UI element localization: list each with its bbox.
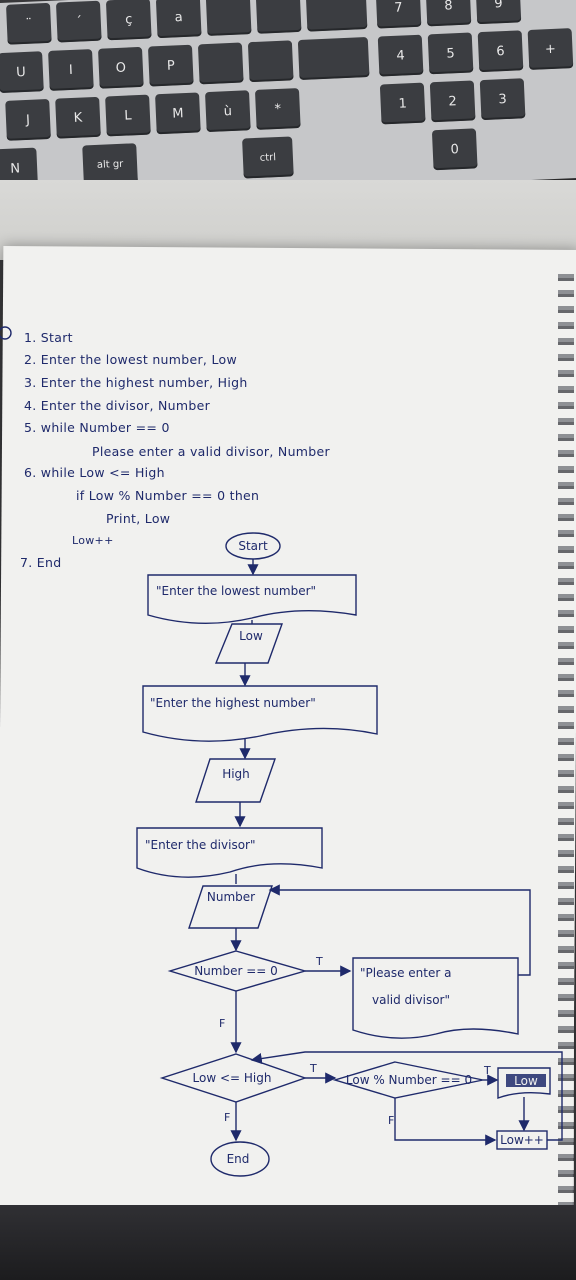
- loopback-arrow: [250, 1051, 563, 1141]
- algorithm-line: Print, Low: [106, 511, 171, 526]
- process-increment-low-text: Low++: [500, 1133, 544, 1147]
- loopback-arrow: [268, 884, 531, 976]
- foreground-shadow: [0, 1205, 576, 1280]
- flow-arrow-false: [394, 1098, 497, 1146]
- false-label: F: [224, 1111, 230, 1124]
- output-error-message: [352, 957, 519, 1039]
- input-low: [214, 623, 283, 664]
- input-high-text: High: [222, 767, 250, 781]
- algorithm-line: 6. while Low <= High: [24, 465, 165, 480]
- true-label: T: [309, 1062, 317, 1075]
- algorithm-line: if Low % Number == 0 then: [76, 488, 260, 503]
- output-highest-prompt: [142, 685, 378, 742]
- algorithm-line: 1. Start: [24, 330, 73, 345]
- page-marker-icon: [0, 326, 12, 340]
- error-message-line2: valid divisor": [372, 993, 450, 1007]
- end-label: End: [227, 1152, 250, 1166]
- output-lowest-prompt: [147, 574, 357, 625]
- output-divisor-prompt: [136, 827, 323, 878]
- end-terminal: [210, 1141, 270, 1177]
- algorithm-line: 5. while Number == 0: [24, 420, 170, 435]
- algorithm-line: 3. Enter the highest number, High: [24, 375, 248, 390]
- false-label: F: [219, 1017, 225, 1030]
- start-label: Start: [238, 539, 268, 553]
- output-print-low: [497, 1067, 551, 1099]
- output-highest-prompt-text: "Enter the highest number": [150, 696, 316, 710]
- input-low-text: Low: [239, 629, 263, 643]
- false-label: F: [388, 1114, 394, 1127]
- decision-number-zero-text: Number == 0: [194, 964, 278, 978]
- decision-low-mod-number-text: Low % Number == 0: [346, 1073, 472, 1087]
- true-label: T: [315, 955, 323, 968]
- output-divisor-prompt-text: "Enter the divisor": [145, 838, 255, 852]
- true-label: T: [483, 1064, 491, 1077]
- input-number-text: Number: [207, 890, 255, 904]
- decision-low-le-high-text: Low <= High: [193, 1071, 272, 1085]
- algorithm-line: 7. End: [20, 555, 62, 570]
- output-lowest-prompt-text: "Enter the lowest number": [156, 584, 316, 598]
- error-message-line1: "Please enter a: [360, 966, 451, 980]
- print-low-scribble: [506, 1074, 546, 1087]
- print-low-text: Low: [514, 1074, 538, 1088]
- input-high: [195, 758, 276, 803]
- algorithm-line: Low++: [72, 534, 114, 547]
- algorithm-line: Please enter a valid divisor, Number: [92, 444, 330, 459]
- spiral-binding: [558, 270, 574, 1210]
- algorithm-line: 2. Enter the lowest number, Low: [24, 352, 237, 367]
- input-number: [188, 885, 273, 929]
- algorithm-line: 4. Enter the divisor, Number: [24, 398, 211, 413]
